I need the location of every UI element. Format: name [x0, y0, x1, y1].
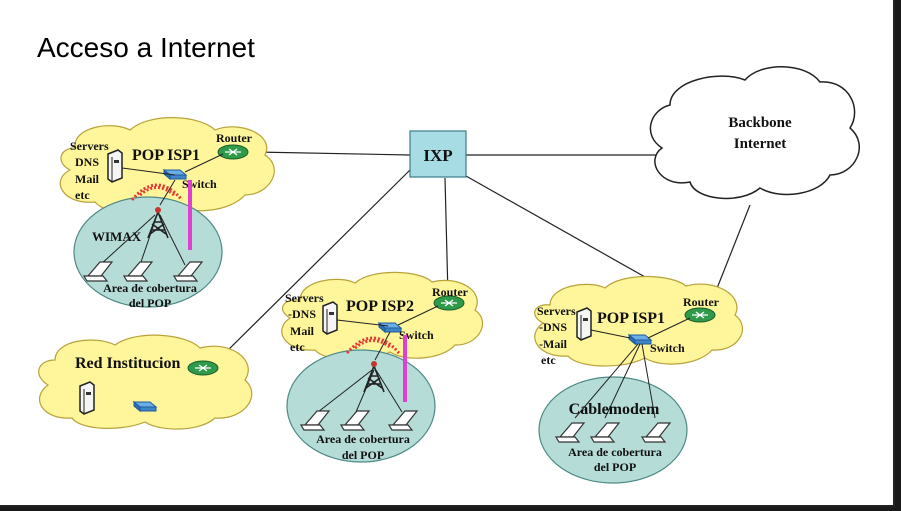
link-ixp-pop2 [444, 177, 449, 297]
pop2-switch-label: Switch [399, 328, 434, 342]
pop2-title: POP ISP2 [346, 298, 414, 315]
backbone-label-line1: Backbone [728, 115, 792, 131]
pop1-radio-waves [130, 183, 184, 201]
ixp-label: IXP [423, 146, 452, 165]
slide-title: Acceso a Internet [37, 32, 255, 63]
pop1-title: POP ISP1 [132, 147, 200, 164]
pop2-coverage-area [286, 349, 436, 463]
pop1-cloud [59, 117, 275, 214]
institution-router-icon [187, 360, 219, 376]
pop2-coverage-line2: del POP [342, 448, 384, 462]
pop1-coverage-line1: Area de cobertura [103, 281, 197, 295]
pop1-group: Servers DNS Mail etc POP ISP1 Router Swi… [59, 117, 275, 310]
pop3-internal-links [574, 317, 691, 419]
pop3-mail-label: -Mail [539, 337, 568, 351]
network-diagram: Backbone Internet IXP Servers DNS Mail e… [38, 66, 860, 484]
pop2-coverage-line1: Area de cobertura [316, 432, 410, 446]
pop2-cloud [281, 271, 484, 361]
pop1-router-label: Router [216, 131, 253, 145]
pop2-servers-label: Servers [285, 291, 324, 305]
pop3-server-icon [576, 307, 592, 341]
pop2-radio-waves [345, 336, 401, 354]
pop3-etc-label: etc [541, 353, 556, 367]
pop3-switch-label: Switch [650, 341, 685, 355]
pop1-access-label: WIMAX [92, 229, 142, 244]
ixp-node: IXP [409, 130, 467, 178]
pop3-dns-label: -DNS [539, 320, 567, 334]
link-pop1-ixp [254, 151, 411, 156]
pop3-router-icon [684, 307, 716, 323]
pop1-switch-label: Switch [182, 177, 217, 191]
pop2-group: Servers -DNS Mail etc POP ISP2 Router Sw… [281, 271, 484, 463]
backbone-cloud: Backbone Internet [649, 66, 860, 200]
pop2-dns-label: -DNS [288, 307, 316, 321]
link-ixp-institution [217, 169, 411, 361]
pop1-servers-label: Servers [70, 139, 109, 153]
pop1-etc-label: etc [75, 188, 90, 202]
pop1-mail-label: Mail [75, 172, 100, 186]
pop2-mail-label: Mail [290, 324, 315, 338]
pop2-etc-label: etc [290, 340, 305, 354]
pop3-servers-label: Servers [537, 304, 576, 318]
pop3-cloud [534, 275, 743, 367]
pop3-group: Servers -DNS -Mail etc POP ISP1 Router S… [534, 275, 743, 484]
institution-server-icon [79, 381, 95, 415]
pop3-router-label: Router [683, 295, 720, 309]
pop1-router-icon [217, 144, 249, 160]
pop3-coverage-line1: Area de cobertura [568, 445, 662, 459]
pop3-access-label: Cablemodem [569, 401, 660, 418]
institution-group: Red Institucion [38, 334, 253, 430]
institution-title: Red Institucion [75, 355, 180, 372]
institution-cloud [38, 334, 253, 430]
backbone-label-line2: Internet [734, 136, 787, 152]
pop3-coverage-line2: del POP [594, 460, 636, 474]
pop2-router-label: Router [432, 285, 469, 299]
pop3-title: POP ISP1 [597, 310, 665, 327]
pop1-dns-label: DNS [75, 155, 99, 169]
pop2-server-icon [322, 301, 338, 335]
pop1-server-icon [107, 149, 123, 183]
pop1-coverage-line2: del POP [129, 296, 171, 310]
